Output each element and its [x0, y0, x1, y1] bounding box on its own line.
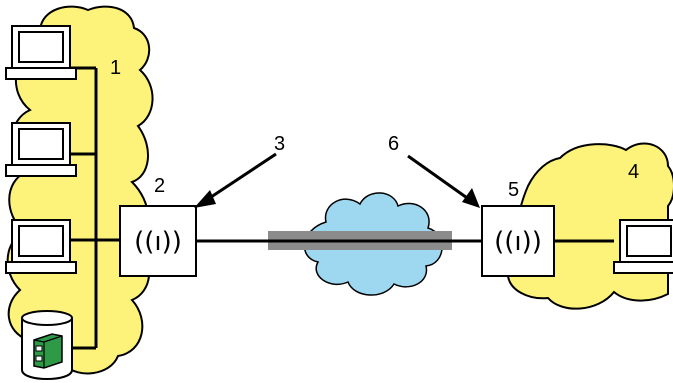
label-2: 2 — [154, 175, 165, 197]
computer-terminal-icon — [613, 219, 673, 274]
lan-area-left — [6, 5, 154, 375]
access-point-right — [481, 205, 555, 277]
computer-terminal-icon — [5, 25, 77, 80]
wireless-access-point-icon: ((ı)) — [494, 227, 542, 257]
wireless-access-point-icon: ((ı)) — [134, 227, 182, 257]
database-server-icon — [21, 310, 73, 380]
access-point-left — [119, 205, 197, 277]
label-3: 3 — [274, 133, 285, 155]
arrow-6-head — [462, 188, 480, 208]
arrow-6-line — [407, 154, 471, 202]
arrow-3-line — [201, 152, 277, 205]
label-6: 6 — [388, 133, 399, 155]
label-4: 4 — [628, 161, 639, 183]
computer-terminal-icon — [5, 122, 77, 177]
arrow-3-head — [194, 190, 216, 208]
computer-terminal-icon — [5, 219, 77, 274]
label-5: 5 — [508, 179, 519, 201]
label-1: 1 — [110, 57, 121, 79]
